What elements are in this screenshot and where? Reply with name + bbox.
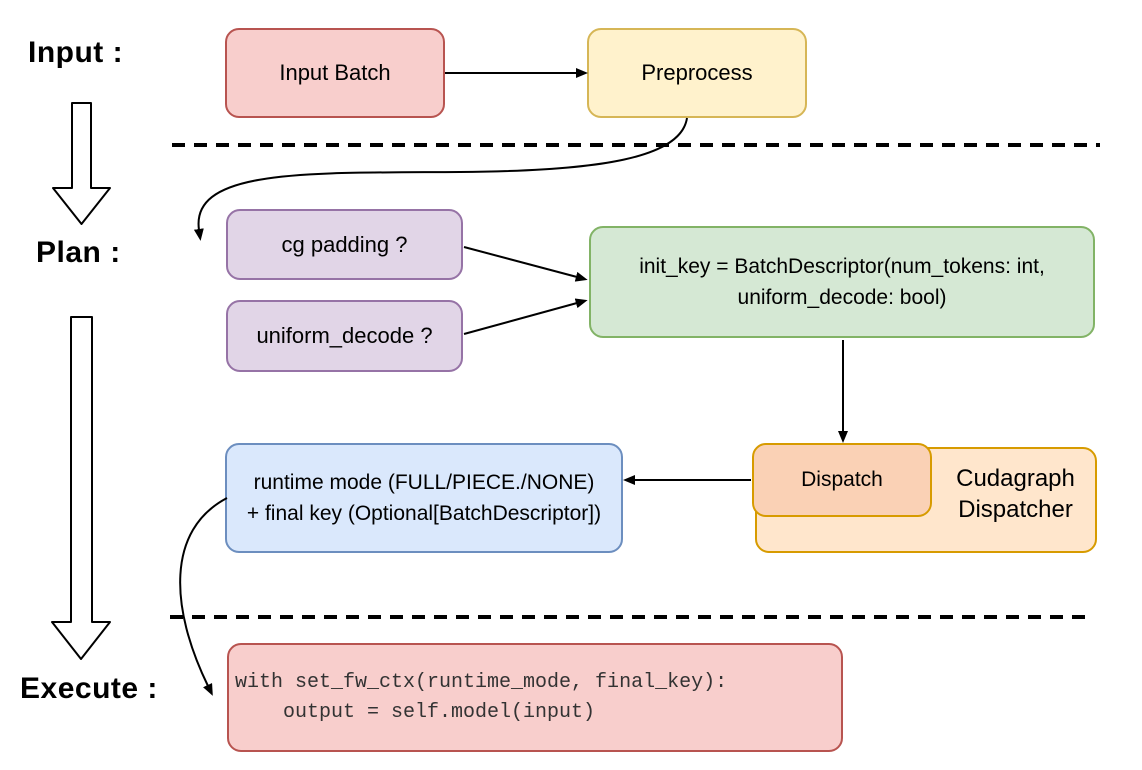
- node-preprocess: Preprocess: [587, 28, 807, 118]
- edge-uniformdecode-to-initkey: [463, 298, 588, 335]
- edge-runtimemode-to-code: [179, 497, 228, 696]
- node-runtime-mode-line1: runtime mode (FULL/PIECE./NONE): [253, 471, 595, 494]
- node-input-batch-label: Input Batch: [279, 60, 391, 85]
- edge-cgpadding-to-initkey: [463, 246, 588, 282]
- node-init-key: init_key = BatchDescriptor(num_tokens: i…: [589, 226, 1095, 338]
- code-line-2: output = self.model(input): [235, 700, 596, 724]
- node-dispatch-label: Dispatch: [801, 468, 883, 491]
- node-runtime-mode-line2: + final key (Optional[BatchDescriptor]): [246, 502, 602, 525]
- node-init-key-line1: init_key = BatchDescriptor(num_tokens: i…: [639, 255, 1045, 278]
- node-init-key-line2: uniform_decode: bool): [737, 286, 947, 309]
- node-preprocess-label: Preprocess: [641, 60, 753, 85]
- stage-label-execute: Execute :: [20, 672, 158, 705]
- code-line-1: with set_fw_ctx(runtime_mode, final_key)…: [235, 670, 728, 694]
- node-cg-padding: cg padding ?: [226, 209, 463, 280]
- node-uniform-decode: uniform_decode ?: [226, 300, 463, 372]
- node-execute-code: with set_fw_ctx(runtime_mode, final_key)…: [227, 643, 843, 752]
- input-to-plan-arrow-icon: [52, 102, 111, 225]
- node-dispatch: Dispatch: [752, 443, 932, 517]
- stage-label-plan: Plan :: [36, 236, 121, 269]
- node-cudagraph-dispatcher-label: Cudagraph Dispatcher: [956, 465, 1075, 523]
- node-cg-padding-label: cg padding ?: [281, 231, 408, 257]
- node-input-batch: Input Batch: [225, 28, 445, 118]
- stage-label-input: Input :: [28, 36, 124, 69]
- node-runtime-mode: runtime mode (FULL/PIECE./NONE) + final …: [225, 443, 623, 553]
- plan-to-execute-arrow-icon: [51, 316, 111, 660]
- node-uniform-decode-label: uniform_decode ?: [256, 323, 433, 348]
